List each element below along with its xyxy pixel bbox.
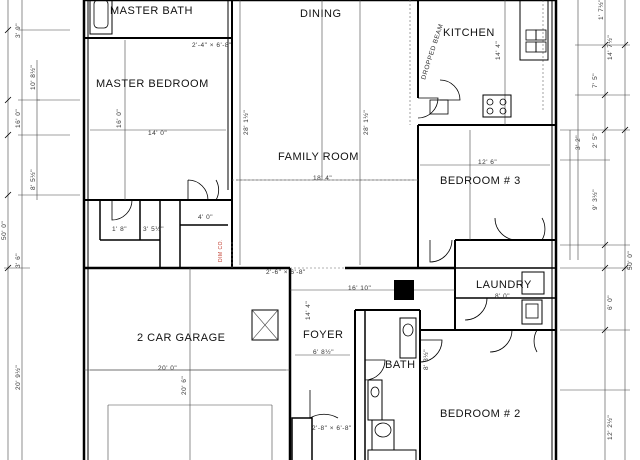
dimension-lines bbox=[4, 0, 630, 460]
room-master-bath: MASTER BATH bbox=[110, 5, 193, 17]
dim-bed2-width: 8' 3½" bbox=[422, 349, 430, 370]
dim-garage-depth: 20' 6" bbox=[181, 376, 188, 395]
room-laundry: LAUNDRY bbox=[476, 279, 532, 291]
notes: DROPPED BEAM DIM CO. bbox=[218, 23, 445, 262]
dim-right-5: 6' 0" bbox=[607, 295, 614, 310]
exterior-walls bbox=[82, 0, 558, 460]
dim-right-total: 50' 0" bbox=[627, 251, 634, 270]
room-labels: MASTER BATH DINING KITCHEN MASTER BEDROO… bbox=[96, 5, 532, 420]
dim-dining-depth: 28' 1½" bbox=[242, 110, 250, 135]
dim-left-5: 3' 6" bbox=[15, 253, 22, 268]
dashed-lines bbox=[231, 0, 544, 269]
dim-kitchen-width: 14' 4" bbox=[495, 41, 502, 60]
dim-hall: 16' 10" bbox=[348, 285, 372, 292]
room-garage: 2 CAR GARAGE bbox=[137, 332, 226, 344]
guide-lines bbox=[36, 0, 550, 371]
room-foyer: FOYER bbox=[303, 329, 343, 341]
room-master-bedroom: MASTER BEDROOM bbox=[96, 78, 209, 90]
dim-door-3: 2'-8" × 6'-8" bbox=[312, 425, 352, 432]
dim-left-3: 10' 8½" bbox=[29, 65, 37, 90]
dim-closet-small-2: 3' 5½" bbox=[143, 225, 164, 233]
dim-master-bed-depth: 16' 0" bbox=[116, 109, 123, 128]
dimension-labels: 14' 0" 16' 0" 18' 4" 28' 1½" 28' 1½" 14'… bbox=[1, 0, 634, 440]
dim-left-garage: 20' 9½" bbox=[14, 365, 22, 390]
dim-right-4: 9' 3½" bbox=[591, 189, 599, 210]
fixtures bbox=[89, 0, 549, 460]
note-dimo: DIM CO. bbox=[218, 239, 224, 262]
dim-garage-width: 20' 0" bbox=[158, 365, 177, 372]
dim-left-1: 3' 9" bbox=[15, 23, 22, 38]
dim-left-total: 50' 0" bbox=[1, 221, 8, 240]
dim-right-6: 12' 2½" bbox=[606, 415, 614, 440]
room-kitchen: KITCHEN bbox=[443, 27, 495, 39]
room-family-room: FAMILY ROOM bbox=[278, 151, 359, 163]
note-dropped-beam: DROPPED BEAM bbox=[420, 23, 445, 81]
dim-right-3: 7' 5" bbox=[592, 73, 599, 88]
dim-dining-depth-right: 28' 1½" bbox=[362, 110, 370, 135]
dim-family-width: 18' 4" bbox=[313, 175, 332, 182]
room-bath: BATH bbox=[385, 359, 416, 371]
dim-foyer-width: 14' 4" bbox=[305, 301, 312, 320]
dim-bed3-width: 12' 6" bbox=[478, 159, 497, 166]
dim-master-bed-width: 14' 0" bbox=[148, 130, 167, 137]
dim-door-2: 2'-6" × 6'-8" bbox=[266, 269, 306, 276]
dim-right-8: 2' 5" bbox=[592, 133, 599, 148]
dim-door-1: 2'-4" × 6'-8" bbox=[192, 42, 232, 49]
dim-right-2: 14' 7½" bbox=[606, 35, 614, 60]
dim-left-4: 8' 5½" bbox=[29, 169, 37, 190]
dim-foyer-depth: 6' 8½" bbox=[313, 348, 334, 356]
dim-right-1: 1' 7½" bbox=[597, 0, 605, 20]
dim-closet-small: 1' 8" bbox=[112, 226, 127, 233]
room-dining: DINING bbox=[300, 8, 342, 20]
dim-right-7: 3' 2" bbox=[575, 135, 582, 150]
dim-laundry-width: 8' 0" bbox=[495, 293, 510, 300]
room-bedroom-3: BEDROOM # 3 bbox=[440, 175, 521, 187]
room-bedroom-2: BEDROOM # 2 bbox=[440, 408, 521, 420]
dim-closet: 4' 0" bbox=[198, 214, 213, 221]
dim-left-2: 16' 0" bbox=[15, 109, 22, 128]
hvac-unit bbox=[394, 280, 414, 300]
